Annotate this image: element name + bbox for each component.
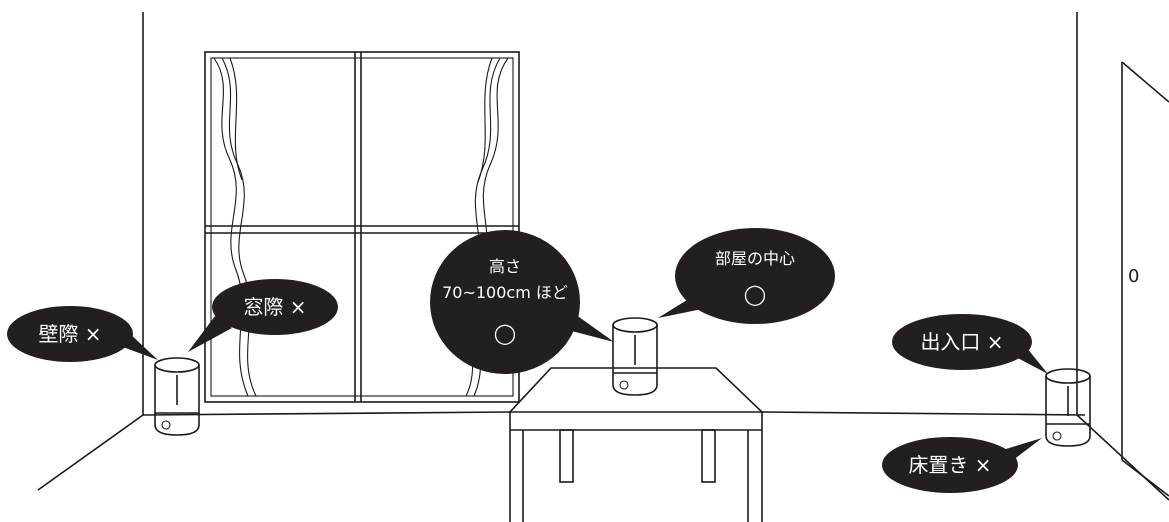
table [508,367,764,522]
door-knob: 0 [1128,266,1139,287]
label-height-mark: ◯ [494,321,516,345]
label-entrance: 出入口 × [920,330,1003,354]
bubble-height: 高さ 70~100cm ほど ◯ [430,230,614,374]
label-room-center: 部屋の中心 [715,249,795,268]
bubble-floor: 床置き × [882,437,1042,493]
label-height-line1: 高さ [489,257,521,276]
door: 0 [1121,61,1169,497]
humidifier-table [612,317,658,396]
bubble-entrance: 出入口 × [892,314,1048,374]
label-wall-side: 壁際 × [38,322,101,346]
bubble-room-center: 部屋の中心 ◯ [658,228,835,324]
label-floor: 床置き × [908,453,991,477]
label-window-side: 窓際 × [243,295,306,319]
label-height-line2: 70~100cm ほど [442,283,568,302]
humidifier-wall [154,357,200,436]
bubble-window-side: 窓際 × [188,279,338,352]
humidifier-entrance [1045,368,1091,447]
room-walls [37,12,1169,501]
window [204,51,520,403]
label-room-center-mark: ◯ [744,282,766,306]
bubble-wall-side: 壁際 × [7,306,158,362]
